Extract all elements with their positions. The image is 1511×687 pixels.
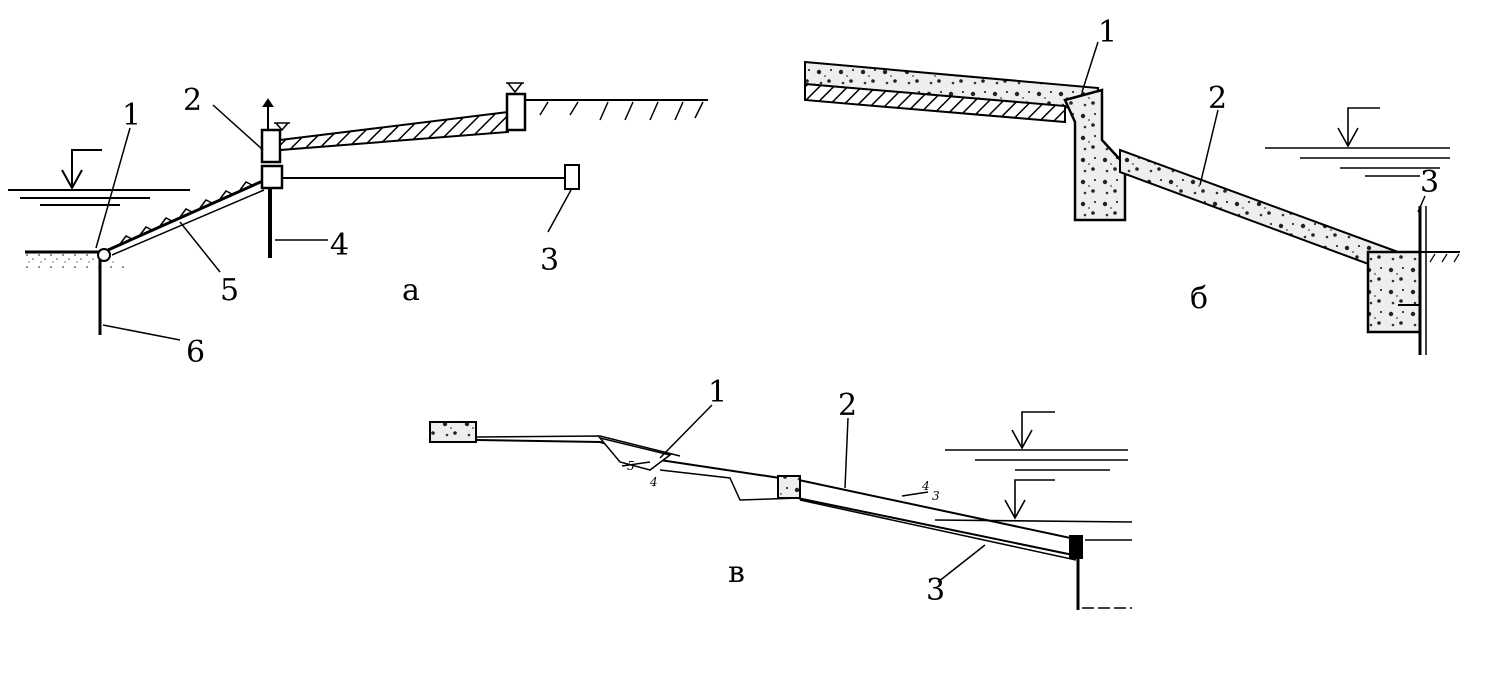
caption-a: а [402,273,420,308]
diagram-v [429,404,1133,610]
top-slab-hatch-b [804,82,1066,124]
small-label-v-1: 5 [627,459,635,473]
label-a-6: 6 [186,335,205,370]
ground-b [1385,251,1460,263]
label-b-1: 1 [1098,15,1117,50]
water-level-a [8,149,190,206]
label-a-1: 1 [122,98,141,133]
small-label-v-4: 3 [932,489,940,503]
transition-layer-v [597,436,672,471]
label-b-3: 3 [1420,165,1439,200]
label-v-1: 1 [708,375,727,410]
toe-beam-v [1069,535,1083,559]
berm-node-a [260,98,290,190]
small-label-v-2: 4 [649,475,658,489]
joint-block-v [777,475,801,499]
caption-b: б [1190,281,1208,316]
label-a-5: 5 [220,273,239,308]
water-level-v [934,411,1133,541]
bedding-v [659,469,801,501]
toe-beam-a [97,248,111,262]
label-a-2: 2 [183,83,202,118]
crest-block-v [429,421,477,443]
ground-top-a [525,99,708,121]
label-b-2: 2 [1208,81,1227,116]
diagram-a [8,82,708,341]
anchor-plate-a [564,164,580,190]
head-beam-b [1063,88,1127,222]
upper-layer-v [475,435,681,457]
upper-slab-a [279,110,509,152]
toe-beam-b [1366,250,1422,334]
label-a-4: 4 [330,228,349,263]
label-a-3: 3 [540,243,559,278]
sheet-pile-b [1398,206,1427,355]
water-level-b [1265,107,1450,177]
label-v-2: 2 [838,388,857,423]
diagram-b [804,41,1460,355]
leaders-v [659,404,986,583]
caption-v: в [728,555,745,590]
small-label-v-3: 4 [921,479,930,493]
slope-steps-a [107,178,266,256]
crest-block-a [505,82,527,132]
underlayer-v [799,499,1077,561]
details-v [621,461,929,497]
label-v-3: 3 [926,573,945,608]
leaders-a [95,104,572,341]
leaders-b [1081,41,1426,213]
